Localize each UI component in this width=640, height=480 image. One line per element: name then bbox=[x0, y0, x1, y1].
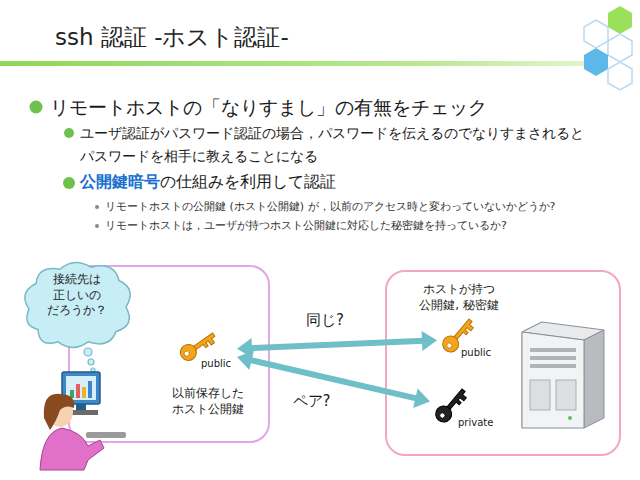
bullet-line: 公開鍵暗号の仕組みを利用して認証 bbox=[80, 172, 336, 193]
slide-title: ssh 認証 -ホスト認証- bbox=[55, 22, 289, 53]
key-bow bbox=[432, 403, 455, 426]
bullet-text: リモートホストの公開鍵 (ホスト公開鍵) が，以前のアクセス時と変わっていないか… bbox=[105, 199, 555, 214]
person-at-computer bbox=[40, 372, 126, 470]
hexagon bbox=[608, 62, 632, 90]
title-rule bbox=[0, 61, 600, 66]
bullet bbox=[95, 205, 99, 209]
edge-label: ペア? bbox=[293, 392, 331, 411]
hexagon bbox=[608, 34, 632, 62]
bullet-text: ユーザ認証がパスワード認証の場合，パスワードを伝えるのでなりすまされると パスワ… bbox=[80, 122, 620, 168]
double-arrow bbox=[237, 331, 437, 358]
key-hole bbox=[183, 350, 190, 357]
arrow-head bbox=[422, 331, 437, 351]
key-label: private bbox=[458, 416, 493, 429]
arrow-shaft bbox=[250, 341, 424, 348]
key-bow bbox=[439, 333, 462, 356]
hexagon bbox=[584, 48, 608, 76]
key-label: public bbox=[461, 346, 491, 359]
arrow-shaft bbox=[250, 360, 418, 399]
hexagon bbox=[584, 20, 608, 48]
box-text: 以前保存した ホスト公開鍵 bbox=[156, 386, 260, 417]
bullet bbox=[63, 177, 75, 189]
saved-public-key: public bbox=[177, 327, 237, 373]
bullet-text: リモートホストは，ユーザが持つホスト公開鍵に対応した秘密鍵を持っているか? bbox=[105, 218, 507, 233]
key-bow bbox=[177, 341, 199, 363]
server-illustration bbox=[522, 322, 604, 428]
thought-dot bbox=[88, 359, 94, 365]
box-text: ホストが持つ 公開鍵, 秘密鍵 bbox=[409, 282, 509, 313]
edge-label: 同じ? bbox=[306, 311, 344, 330]
key-hole bbox=[439, 412, 446, 419]
arrow-head bbox=[237, 351, 254, 370]
arrow-head bbox=[413, 388, 430, 407]
thought-dot bbox=[84, 348, 92, 356]
key-icon bbox=[430, 386, 474, 422]
double-arrow bbox=[237, 351, 430, 408]
bullet bbox=[30, 101, 43, 114]
thought-bubble-outline bbox=[25, 263, 130, 348]
bullet-text: の仕組みを利用して認証 bbox=[160, 172, 336, 191]
host-public-key: public bbox=[437, 316, 497, 362]
box-text: 接続先は 正しいの だろうか？ bbox=[38, 272, 116, 319]
key-hole bbox=[446, 342, 453, 349]
host-private-key: private bbox=[430, 386, 494, 432]
key-icon bbox=[437, 316, 481, 352]
emphasis-text: 公開鍵暗号 bbox=[80, 172, 160, 191]
thought-bubble: 接続先は 正しいの だろうか？ bbox=[18, 258, 136, 350]
bullet-text: リモートホストの「なりすまし」の有無をチェック bbox=[50, 95, 487, 121]
key-icon bbox=[177, 327, 221, 363]
bullet bbox=[95, 224, 99, 228]
key-label: public bbox=[201, 357, 231, 370]
hexagon bbox=[608, 6, 632, 34]
bullet bbox=[64, 128, 74, 138]
